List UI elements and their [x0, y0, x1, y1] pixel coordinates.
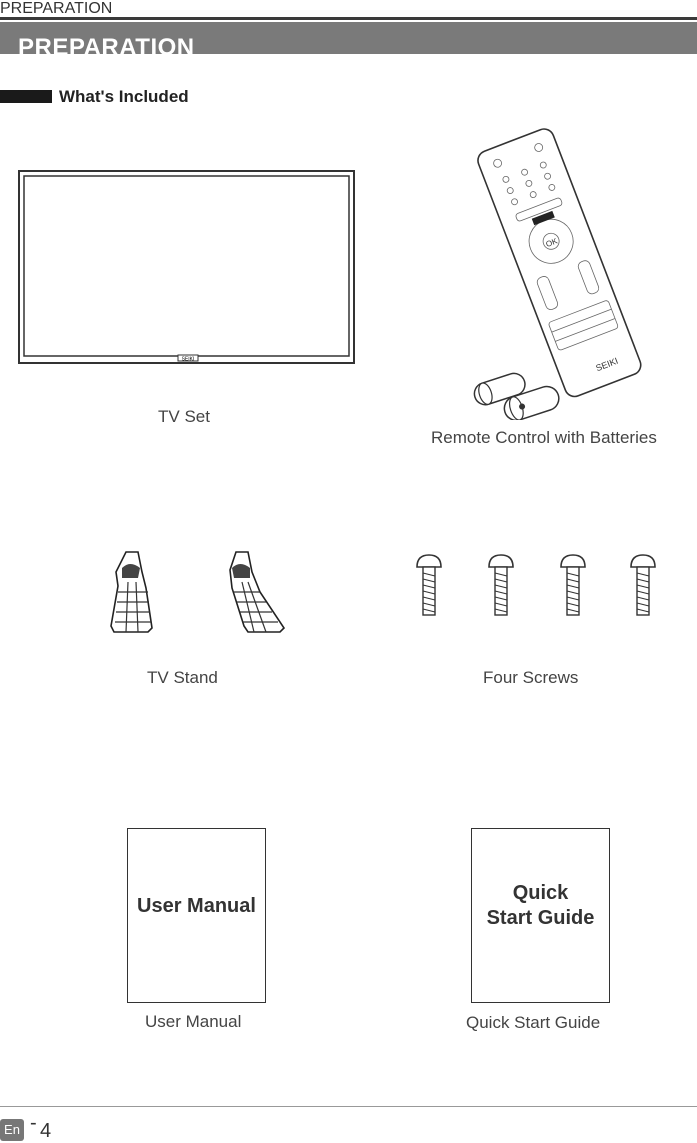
- quick-start-caption: Quick Start Guide: [466, 1013, 601, 1032]
- page-number: 4: [40, 1120, 52, 1142]
- user-manual-caption: User Manual: [145, 1012, 242, 1031]
- user-manual-cover-title: User Manual: [137, 895, 256, 917]
- tv-stand-right-illustration: [229, 551, 286, 633]
- screw-4: [630, 554, 656, 616]
- screws-caption: Four Screws: [483, 668, 579, 687]
- running-header: PREPARATION: [0, 0, 113, 17]
- footer-rule: [0, 1106, 697, 1107]
- screw-2: [488, 554, 514, 616]
- screw-3: [560, 554, 586, 616]
- screws-illustration: [416, 554, 656, 616]
- svg-text:OK: OK: [545, 236, 560, 249]
- screw-1: [416, 554, 442, 616]
- tv-set-illustration: SEIKI: [18, 170, 355, 364]
- banner-title: PREPARATION: [18, 34, 195, 61]
- quick-start-cover-line2: Start Guide: [486, 907, 595, 929]
- tv-logo: SEIKI: [182, 357, 195, 363]
- header-rule: [0, 17, 697, 20]
- language-badge: En: [0, 1119, 24, 1141]
- page-dash: -: [30, 1112, 37, 1134]
- tv-stand-left-illustration: [110, 551, 153, 633]
- tv-stand-caption: TV Stand: [147, 668, 218, 687]
- batteries-illustration: [473, 372, 560, 420]
- section-marker: [0, 90, 52, 103]
- user-manual-book: User Manual: [127, 828, 266, 1003]
- remote-illustration: OK SEIKI: [473, 128, 642, 420]
- tv-set-caption: TV Set: [158, 407, 210, 426]
- section-banner: [0, 22, 697, 54]
- section-title: What's Included: [59, 87, 189, 106]
- remote-caption: Remote Control with Batteries: [431, 428, 657, 447]
- quick-start-book: Quick Start Guide: [471, 828, 610, 1003]
- quick-start-cover-line1: Quick: [512, 882, 569, 904]
